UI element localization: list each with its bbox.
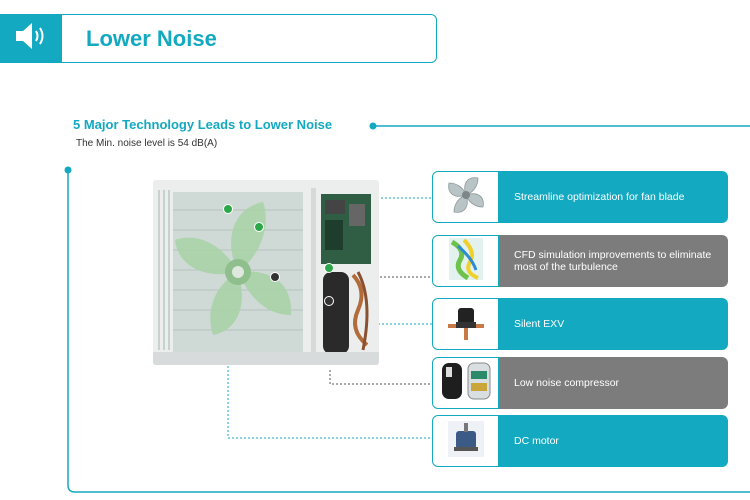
- feature-label-fan-blade: Streamline optimization for fan blade: [499, 171, 728, 223]
- feature-image-exv: [432, 298, 499, 350]
- feature-image-compressor: [432, 357, 499, 409]
- exv-valve-icon: [444, 302, 488, 347]
- feature-image-fan-blade: [432, 171, 499, 223]
- marker-exv: [324, 263, 334, 273]
- compressor-icon: [438, 359, 494, 408]
- dc-motor-icon: [444, 417, 488, 466]
- header-title-box: Lower Noise: [62, 14, 437, 63]
- marker-compressor: [324, 296, 334, 306]
- speaker-icon: [13, 21, 49, 56]
- marker-cfd: [254, 222, 264, 232]
- header-icon-box: [0, 14, 62, 63]
- section-title: 5 Major Technology Leads to Lower Noise: [73, 117, 333, 132]
- marker-fan-blade: [223, 204, 233, 214]
- feature-label-cfd: CFD simulation improvements to eliminate…: [499, 235, 728, 287]
- feature-label-dc-motor: DC motor: [499, 415, 728, 467]
- section-subtitle: The Min. noise level is 54 dB(A): [76, 138, 218, 149]
- feature-image-cfd: [432, 235, 499, 287]
- feature-label-exv: Silent EXV: [499, 298, 728, 350]
- outdoor-unit-image: [153, 180, 379, 365]
- feature-image-dc-motor: [432, 415, 499, 467]
- cfd-simulation-icon: [446, 236, 486, 287]
- feature-label-compressor: Low noise compressor: [499, 357, 728, 409]
- marker-cfd-center: [270, 272, 280, 282]
- fan-blade-icon: [444, 173, 488, 222]
- page-title: Lower Noise: [86, 25, 217, 51]
